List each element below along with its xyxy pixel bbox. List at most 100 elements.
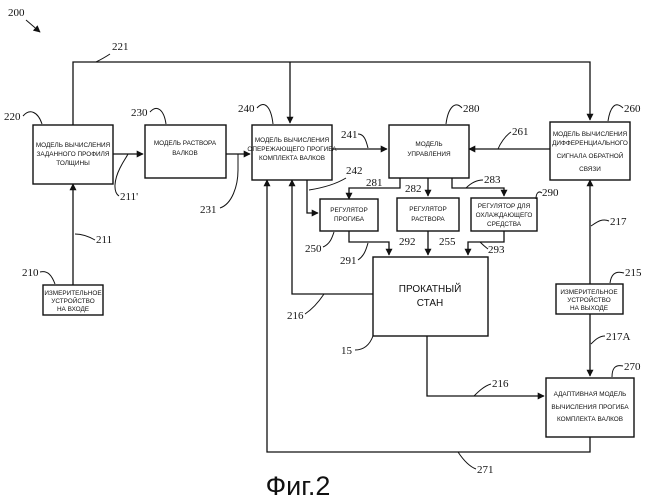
block-220: МОДЕЛЬ ВЫЧИСЛЕНИЯ ЗАДАННОГО ПРОФИЛЯ ТОЛЩ… <box>33 125 113 184</box>
block-290-line-1: РЕГУЛЯТОР ДЛЯ <box>478 203 531 210</box>
figure-number-arrow <box>26 20 40 32</box>
ref-220: 220 <box>4 111 21 123</box>
block-292: РЕГУЛЯТОР РАСТВОРА <box>397 198 459 231</box>
ref-250: 250 <box>305 243 322 255</box>
ref-271-leader <box>458 452 476 469</box>
ref-221-leader <box>96 54 110 62</box>
ref-290: 290 <box>542 187 559 199</box>
block-260: МОДЕЛЬ ВЫЧИСЛЕНИЯ ДИФФЕРЕНЦИАЛЬНОГО СИГН… <box>550 122 630 180</box>
block-250-line-1: РЕГУЛЯТОР <box>330 207 368 214</box>
block-210: ИЗМЕРИТЕЛЬНОЕ УСТРОЙСТВО НА ВХОДЕ <box>43 285 103 315</box>
block-15-line-1: ПРОКАТНЫЙ <box>399 282 462 295</box>
block-270-line-3: КОМПЛЕКТА ВАЛКОВ <box>557 416 623 423</box>
block-240-line-1: МОДЕЛЬ ВЫЧИСЛЕНИЯ <box>255 137 330 144</box>
ref-280-leader <box>446 105 462 124</box>
block-210-line-2: УСТРОЙСТВО <box>51 296 94 305</box>
ref-291-leader <box>358 243 368 260</box>
ref-210-leader <box>40 272 55 284</box>
wire-242 <box>307 178 318 213</box>
ref-250-leader <box>323 232 334 247</box>
connection-lines <box>73 62 590 452</box>
block-270-line-2: ВЫЧИСЛЕНИЯ ПРОГИБА <box>551 404 629 411</box>
ref-215-leader <box>610 272 624 283</box>
ref-217: 217 <box>610 216 627 228</box>
ref-211: 211 <box>96 234 112 246</box>
block-215: ИЗМЕРИТЕЛЬНОЕ УСТРОЙСТВО НА ВЫХОДЕ <box>556 284 623 314</box>
ref-215: 215 <box>625 267 642 279</box>
ref-293: 293 <box>488 244 505 256</box>
ref-292: 292 <box>399 236 416 248</box>
block-250: РЕГУЛЯТОР ПРОГИБА <box>320 199 378 231</box>
ref-217a-leader <box>591 336 605 344</box>
wire-221-top-bus <box>73 62 590 125</box>
block-290: РЕГУЛЯТОР ДЛЯ ОХЛАЖДАЮЩЕГО СРЕДСТВА <box>471 198 537 231</box>
block-215-line-1: ИЗМЕРИТЕЛЬНОЕ <box>560 289 617 296</box>
ref-231: 231 <box>200 204 217 216</box>
ref-260: 260 <box>624 103 641 115</box>
block-210-line-1: ИЗМЕРИТЕЛЬНОЕ <box>44 290 101 297</box>
ref-221: 221 <box>112 41 129 53</box>
ref-261-leader <box>498 132 511 149</box>
block-290-line-2: ОХЛАЖДАЮЩЕГО <box>476 212 533 219</box>
ref-211-prime-leader <box>115 154 128 196</box>
block-210-line-3: НА ВХОДЕ <box>57 306 89 313</box>
block-280-line-2: УПРАВЛЕНИЯ <box>407 151 451 158</box>
ref-241-leader <box>358 134 368 148</box>
block-230-line-1: МОДЕЛЬ РАСТВОРА <box>154 140 217 147</box>
ref-270-leader <box>612 366 623 377</box>
block-280-line-1: МОДЕЛЬ <box>415 141 442 148</box>
block-260-line-2: ДИФФЕРЕНЦИАЛЬНОГО <box>552 140 628 147</box>
ref-255: 255 <box>439 236 456 248</box>
block-215-line-2: УСТРОЙСТВО <box>567 295 610 304</box>
ref-210: 210 <box>22 267 39 279</box>
block-270-line-1: АДАПТИВНАЯ МОДЕЛЬ <box>554 391 627 398</box>
ref-15: 15 <box>341 345 353 357</box>
block-240: МОДЕЛЬ ВЫЧИСЛЕНИЯ ОПЕРЕЖАЮЩЕГО ПРОГИБА К… <box>247 125 337 180</box>
ref-15-leader <box>355 336 373 350</box>
wire-291 <box>349 231 389 255</box>
figure-caption: Фиг.2 <box>266 471 331 500</box>
block-292-line-1: РЕГУЛЯТОР <box>409 206 447 213</box>
block-220-line-1: МОДЕЛЬ ВЫЧИСЛЕНИЯ <box>36 142 111 149</box>
block-220-line-3: ТОЛЩИНЫ <box>56 160 90 167</box>
ref-271: 271 <box>477 464 494 476</box>
block-230: МОДЕЛЬ РАСТВОРА ВАЛКОВ <box>145 125 226 178</box>
ref-261: 261 <box>512 126 529 138</box>
block-290-line-3: СРЕДСТВА <box>487 221 522 228</box>
block-270: АДАПТИВНАЯ МОДЕЛЬ ВЫЧИСЛЕНИЯ ПРОГИБА КОМ… <box>546 378 634 437</box>
ref-242: 242 <box>346 165 363 177</box>
block-250-line-2: ПРОГИБА <box>334 216 365 223</box>
block-280: МОДЕЛЬ УПРАВЛЕНИЯ <box>389 125 469 178</box>
block-240-line-3: КОМПЛЕКТА ВАЛКОВ <box>259 155 325 162</box>
ref-211-prime: 211' <box>120 191 138 203</box>
ref-281: 281 <box>366 177 383 189</box>
block-15-rolling-mill: ПРОКАТНЫЙ СТАН <box>373 257 488 336</box>
block-15-line-2: СТАН <box>417 298 444 309</box>
ref-220-leader <box>23 112 42 124</box>
block-215-line-3: НА ВЫХОДЕ <box>570 305 608 312</box>
ref-282: 282 <box>405 183 422 195</box>
block-260-line-1: МОДЕЛЬ ВЫЧИСЛЕНИЯ <box>553 131 628 138</box>
ref-230: 230 <box>131 107 148 119</box>
block-260-line-4: СВЯЗИ <box>579 166 601 173</box>
ref-217-leader <box>591 220 609 226</box>
ref-216-feedback: 216 <box>287 310 304 322</box>
ref-216-adaptive: 216 <box>492 378 509 390</box>
ref-240: 240 <box>238 103 255 115</box>
ref-293-leader <box>480 242 488 249</box>
ref-216-adaptive-leader <box>474 384 491 396</box>
ref-240-leader <box>257 105 273 124</box>
ref-270: 270 <box>624 361 641 373</box>
ref-283: 283 <box>484 174 501 186</box>
block-260-line-3: СИГНАЛА ОБРАТНОЙ <box>557 151 624 160</box>
figure-number: 200 <box>8 7 25 19</box>
ref-291: 291 <box>340 255 357 267</box>
ref-217a: 217A <box>606 331 631 343</box>
ref-280: 280 <box>463 103 480 115</box>
ref-283-leader <box>466 180 483 188</box>
ref-241: 241 <box>341 129 358 141</box>
ref-260-leader <box>608 105 623 121</box>
ref-216-feedback-leader <box>305 294 324 314</box>
block-220-line-2: ЗАДАННОГО ПРОФИЛЯ <box>37 151 110 158</box>
